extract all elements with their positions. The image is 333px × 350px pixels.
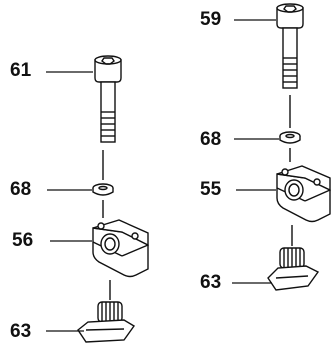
clamp-55 bbox=[276, 165, 331, 223]
weld-nut-63-left bbox=[77, 301, 136, 343]
weld-nut-63-right bbox=[267, 247, 320, 291]
washer-68-left bbox=[92, 183, 114, 196]
screw-61 bbox=[94, 55, 122, 143]
washer-68-right bbox=[279, 131, 301, 144]
screw-59 bbox=[276, 3, 304, 89]
part-label-61: 61 bbox=[10, 60, 32, 81]
part-label-68-left: 68 bbox=[10, 179, 32, 200]
part-label-63-left: 63 bbox=[10, 321, 32, 342]
part-label-55: 55 bbox=[200, 179, 222, 200]
part-label-63-right: 63 bbox=[200, 272, 222, 293]
clamp-56 bbox=[92, 219, 149, 278]
part-label-59: 59 bbox=[200, 9, 222, 30]
part-label-68-right: 68 bbox=[200, 129, 222, 150]
part-label-56: 56 bbox=[12, 230, 34, 251]
